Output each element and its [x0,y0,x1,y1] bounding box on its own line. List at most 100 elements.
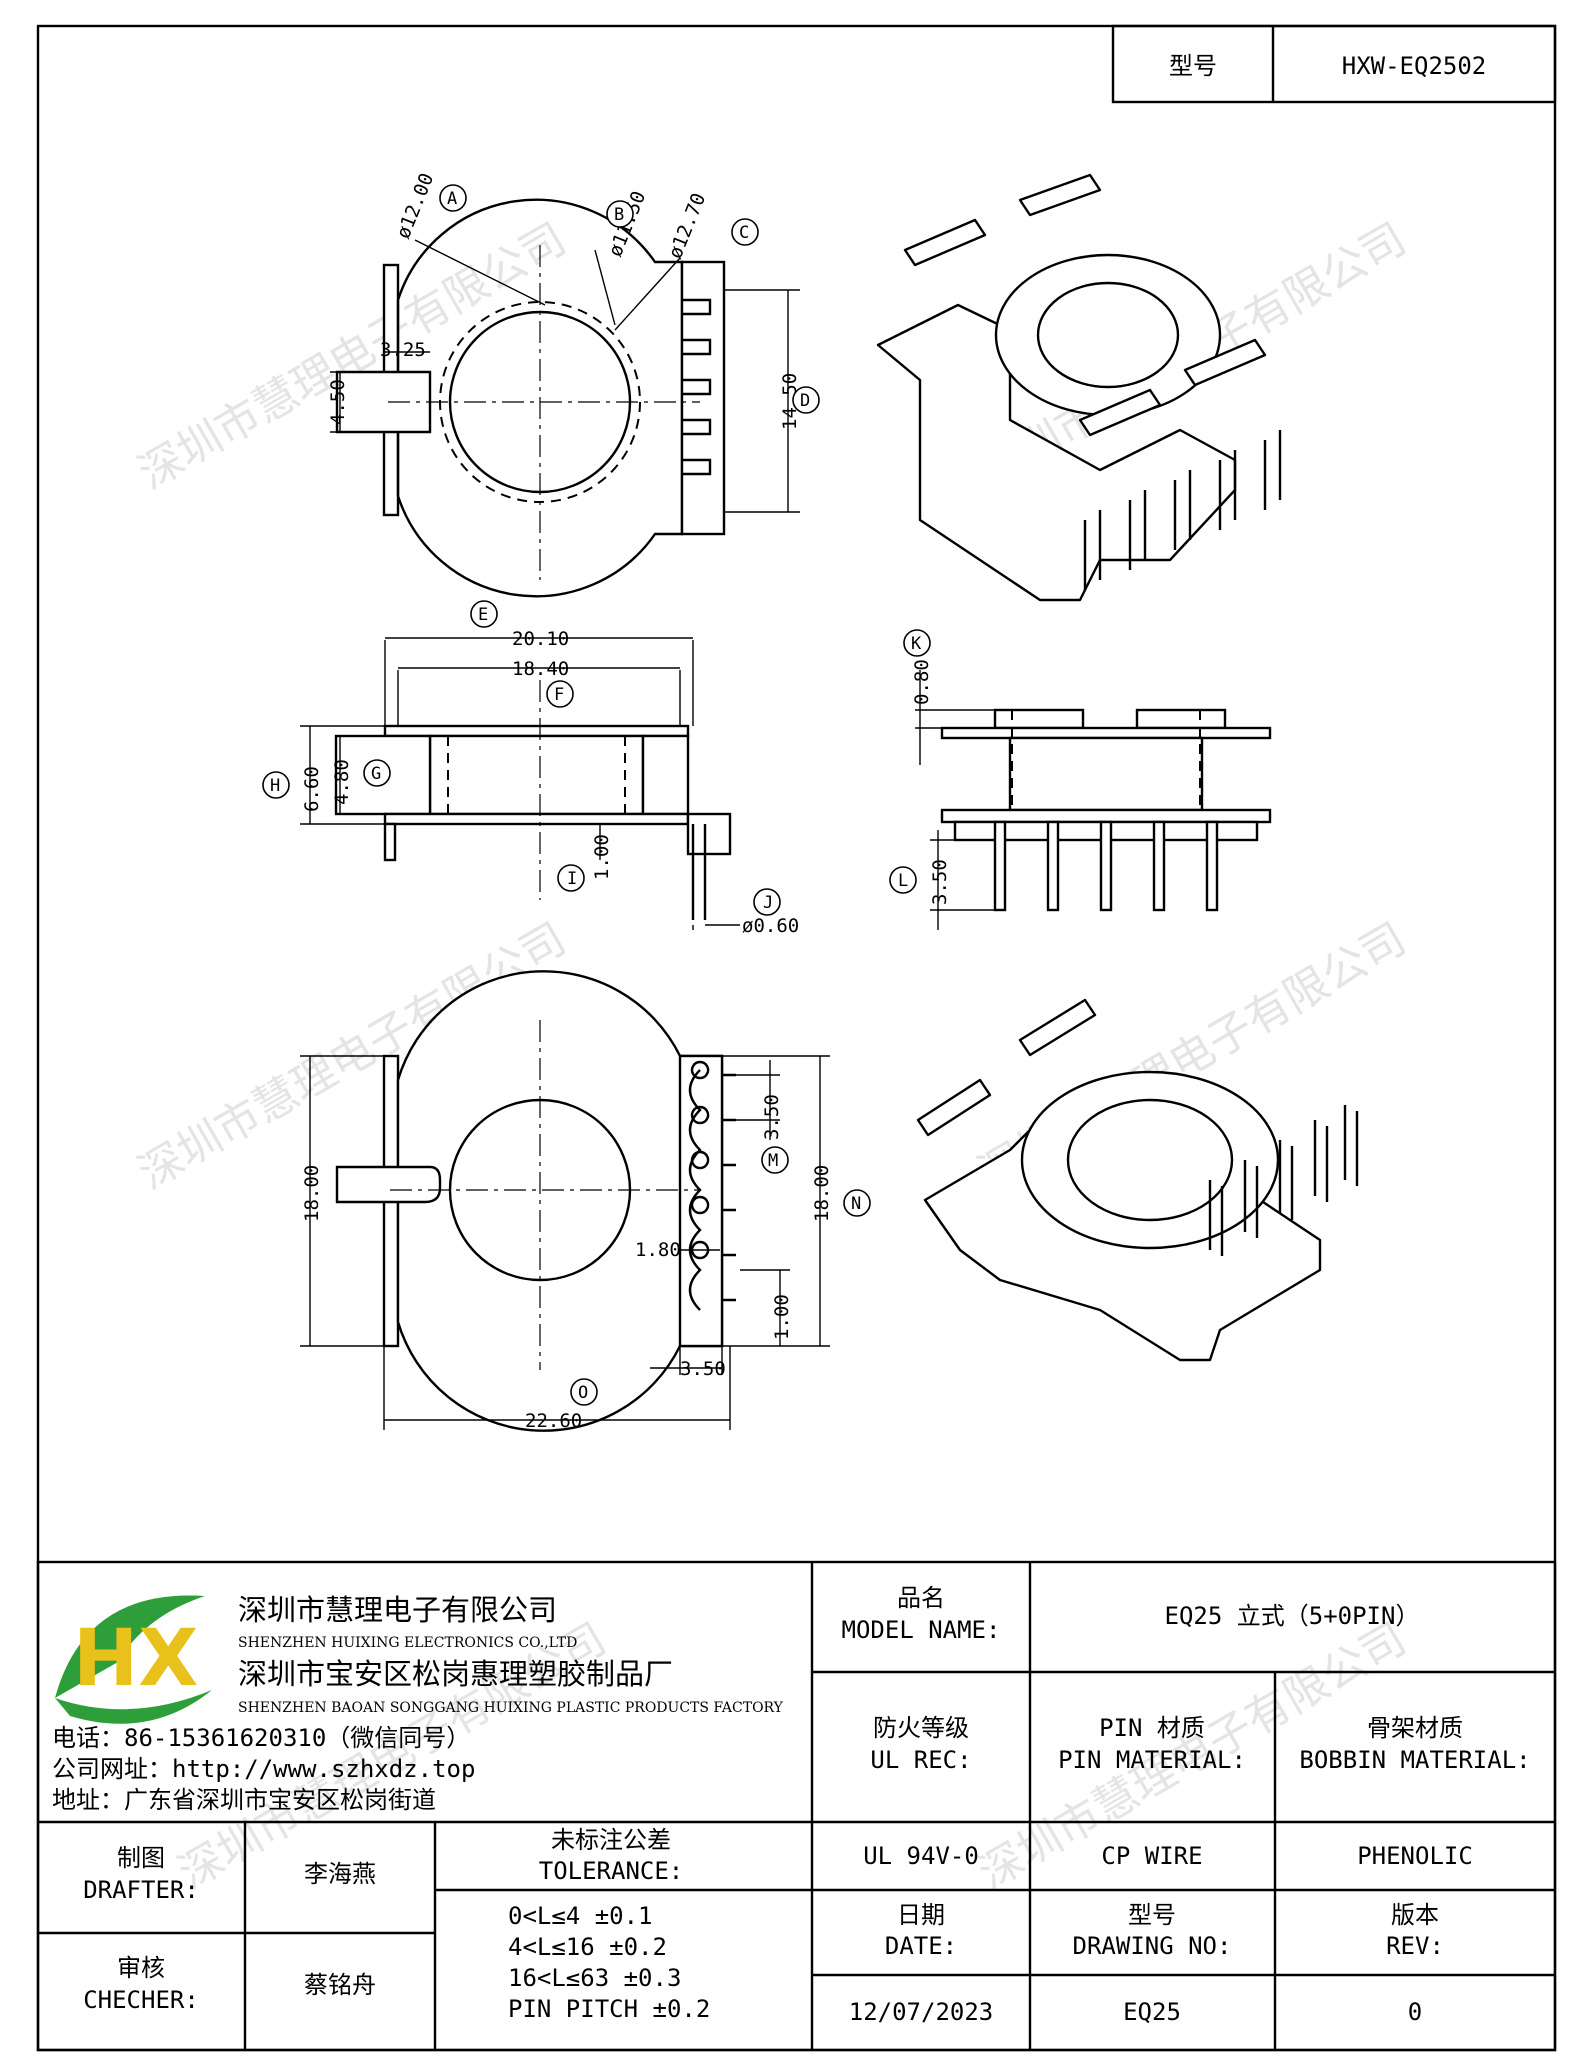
svg-text:K: K [911,634,922,654]
dim-3-50-c: 3.50 [680,1358,726,1380]
dim-0-80: 0.80 [911,659,933,705]
iso-view-bottom [916,998,1359,1362]
svg-text:E: E [478,605,488,625]
label-d: D [792,386,820,414]
top-view: 14.50 4.50 3.25 ø12.00 ø11.50 ø12.70 [327,170,801,598]
company-address: 地址：广东省深圳市宝安区松岗街道 [52,1786,436,1814]
company-logo: HX [55,1595,212,1724]
label-b: B [606,200,634,228]
tolerance-line-1: 0<L≤4 ±0.1 [508,1902,653,1930]
svg-text:C: C [739,223,749,243]
label-g: G [363,759,391,787]
svg-text:J: J [763,893,773,913]
company-website: 公司网址：http://www.szhxdz.top [52,1755,475,1783]
tolerance-en: TOLERANCE: [539,1857,684,1885]
company-name-cn: 深圳市慧理电子有限公司 [238,1593,557,1627]
date-cn: 日期 [897,1901,945,1929]
label-j: J [753,888,781,916]
model-name-cn: 品名 [897,1584,945,1612]
dim-14-50: 14.50 [779,373,801,430]
drafter-en: DRAFTER: [83,1876,199,1904]
factory-name-en: SHENZHEN BAOAN SONGGANG HUIXING PLASTIC … [238,1700,784,1716]
svg-text:L: L [898,871,908,891]
drafter-cn: 制图 [117,1844,165,1872]
label-h: H [262,771,290,799]
date-en: DATE: [885,1932,957,1960]
label-m: M [761,1146,789,1174]
model-label: 型号 [1169,52,1217,80]
dim-18-40: 18.40 [512,658,569,680]
checker-en: CHECHER: [83,1986,199,2014]
dim-1-80: 1.80 [635,1239,681,1261]
svg-text:深圳市慧理电子有限公司: 深圳市慧理电子有限公司 [130,213,575,499]
drawing-cn: 型号 [1128,1901,1176,1929]
dim-4-80: 4.80 [331,759,353,805]
pin-label-cn: PIN 材质 [1099,1714,1205,1742]
svg-text:D: D [800,391,810,411]
svg-text:N: N [851,1194,861,1214]
dim-22-60: 22.60 [525,1410,582,1432]
svg-text:H: H [270,776,280,796]
date-value: 12/07/2023 [849,1998,994,2026]
front-view: 20.10 18.40 6.60 4.80 1.00 ø0.60 [300,628,799,937]
model-value: HXW-EQ2502 [1342,52,1487,80]
model-name-value: EQ25 立式（5+0PIN） [1165,1602,1420,1630]
checker-value: 蔡铭舟 [304,1971,376,1999]
company-name-en: SHENZHEN HUIXING ELECTRONICS CO.,LTD [238,1635,577,1651]
label-c: C [731,218,759,246]
ul-value: UL 94V-0 [863,1842,979,1870]
dim-18-00-b: 18.00 [811,1165,833,1222]
dim-phi-12: ø12.00 [392,170,438,242]
dim-6-60: 6.60 [301,766,323,812]
rev-cn: 版本 [1391,1901,1439,1929]
bobbin-value: PHENOLIC [1357,1842,1473,1870]
bottom-view: 18.00 18.00 3.50 1.80 1.00 3.50 22.60 [300,970,833,1432]
svg-text:G: G [371,764,381,784]
svg-text:I: I [567,869,577,889]
circle-labels: A B C D E F G H I J K L M N O [262,184,931,1406]
dim-3-50-b: 3.50 [761,1094,783,1140]
label-e: E [470,600,498,628]
model-name-en: MODEL NAME: [842,1616,1001,1644]
drafter-value: 李海燕 [304,1860,376,1888]
rev-value: 0 [1408,1998,1422,2026]
dim-20-10: 20.10 [512,628,569,650]
svg-text:F: F [554,685,564,705]
drawing-value: EQ25 [1123,1998,1181,2026]
svg-text:B: B [614,205,624,225]
model-box: 型号 HXW-EQ2502 [1111,24,1557,104]
dim-phi-12-7: ø12.70 [664,190,710,262]
label-i: I [557,864,585,892]
label-k: K [903,629,931,657]
checker-cn: 审核 [117,1954,165,1982]
side-view: 0.80 3.50 [911,659,1272,930]
dim-3-50-a: 3.50 [929,859,951,905]
pin-label-en: PIN MATERIAL: [1058,1746,1246,1774]
iso-view-top [876,173,1282,602]
dim-phi-0-60: ø0.60 [742,915,799,937]
pin-value: CP WIRE [1101,1842,1202,1870]
label-f: F [546,680,574,708]
svg-text:M: M [768,1151,778,1171]
tolerance-line-3: 16<L≤63 ±0.3 [508,1964,681,1992]
dim-1-00-b: 1.00 [771,1294,793,1340]
ul-label-en: UL REC: [870,1746,971,1774]
svg-text:HX: HX [73,1614,198,1704]
dim-18-00-a: 18.00 [301,1165,323,1222]
label-a: A [439,184,467,212]
company-phone: 电话：86-15361620310（微信同号） [52,1724,470,1752]
svg-text:O: O [578,1383,588,1403]
dim-1-00-a: 1.00 [591,834,613,880]
bobbin-label-en: BOBBIN MATERIAL: [1299,1746,1530,1774]
title-block: HX 深圳市慧理电子有限公司 SHENZHEN HUIXING ELECTRON… [36,1560,1557,2052]
dim-4-50: 4.50 [327,379,349,425]
bobbin-label-cn: 骨架材质 [1367,1714,1463,1742]
tolerance-cn: 未标注公差 [551,1826,671,1854]
label-l: L [889,866,917,894]
label-o: O [570,1378,598,1406]
tolerance-line-4: PIN PITCH ±0.2 [508,1995,710,2023]
rev-en: REV: [1386,1932,1444,1960]
tolerance-line-2: 4<L≤16 ±0.2 [508,1933,667,1961]
factory-name-cn: 深圳市宝安区松岗惠理塑胶制品厂 [238,1657,673,1691]
label-n: N [843,1189,871,1217]
